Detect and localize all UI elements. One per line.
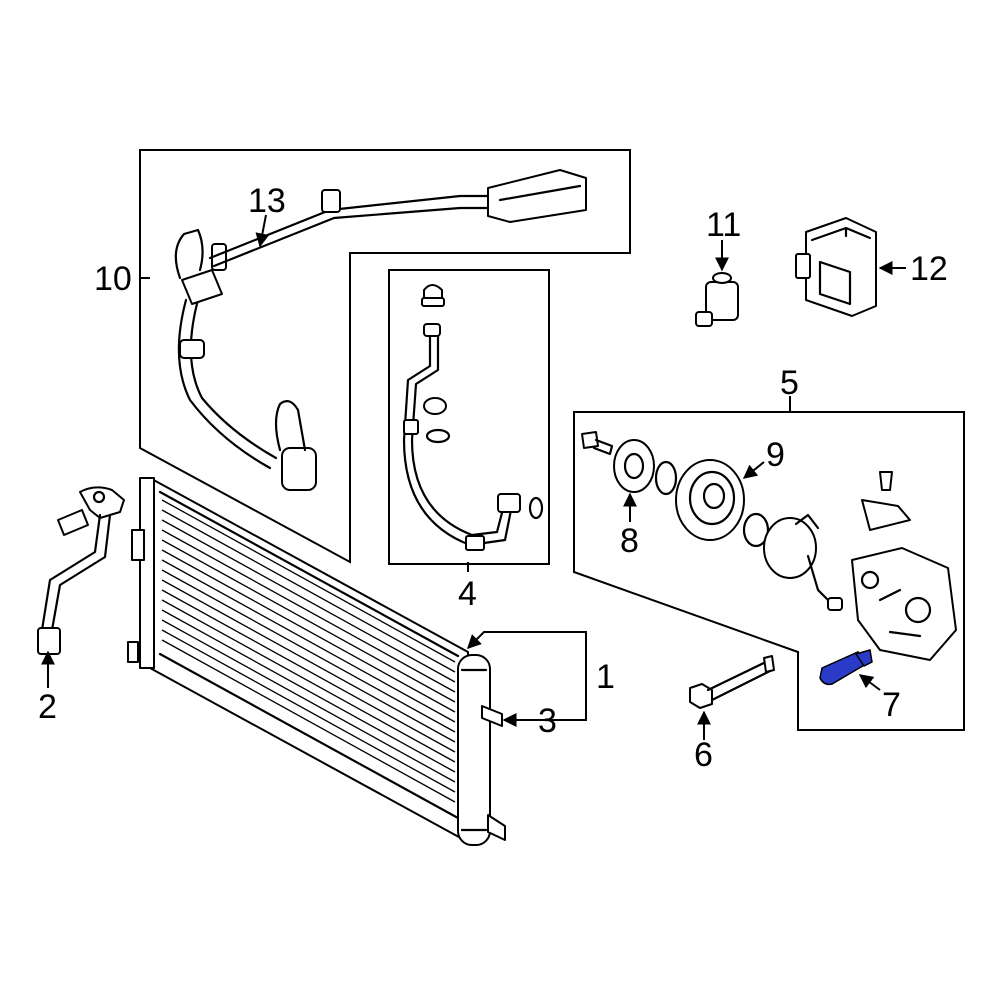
callout-11: 11 [706,206,741,244]
leader-13 [255,214,270,248]
group-frame-10 [139,149,631,564]
callout-13: 13 [248,182,286,220]
callout-4: 4 [458,575,477,613]
condenser-part-1 [127,477,506,846]
callout-5: 5 [780,364,799,402]
callout-9: 9 [766,436,785,474]
tube-part-2 [37,486,125,655]
leader-7 [858,674,881,691]
callouts: 1 2 3 4 5 6 7 8 9 10 11 12 13 [38,182,948,774]
module-part-12 [795,217,877,317]
callout-1: 1 [596,658,615,696]
callout-10: 10 [94,260,132,298]
leader-9 [742,461,765,479]
hose-assembly-part-10 [174,169,587,491]
leader-3 [502,678,587,727]
line-assembly-part-4 [402,284,544,551]
callout-6: 6 [694,736,713,774]
callout-3: 3 [538,702,557,740]
compressor-group-part-5 [581,431,957,661]
sensor-part-7 [819,649,873,686]
leader-lines [41,214,906,740]
bracket-part-3 [481,705,503,727]
leader-1 [467,631,587,678]
callout-2: 2 [38,688,57,726]
group-frame-5 [573,411,965,731]
callout-12: 12 [910,250,948,288]
callout-8: 8 [620,522,639,560]
callout-7: 7 [882,686,901,724]
bolt-part-6 [689,655,775,709]
switch-part-11 [695,272,739,327]
